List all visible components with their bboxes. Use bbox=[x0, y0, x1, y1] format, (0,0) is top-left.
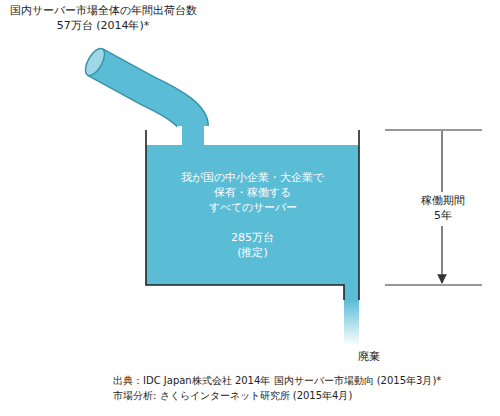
tank-outline bbox=[146, 130, 359, 300]
node-figure: 285万台 (推定) bbox=[218, 230, 288, 261]
outlet-water bbox=[344, 284, 359, 300]
pipe-outline bbox=[95, 62, 193, 126]
source-note: 出典：IDC Japan株式会社 2014年 国内サーバー市場動向 (2015年… bbox=[113, 374, 441, 388]
pipe bbox=[95, 62, 193, 126]
analysis-note: 市場分析: さくらインターネット研究所 (2015年4月) bbox=[113, 389, 352, 403]
bracket-top bbox=[385, 130, 482, 131]
node-heading: 我が国の中小企業・大企業で 保有・稼働する すべてのサーバー bbox=[175, 170, 331, 216]
tank-contents: 我が国の中小企業・大企業で 保有・稼働する すべてのサーバー 285万台 (推定) bbox=[146, 146, 359, 284]
drain-stream bbox=[344, 300, 359, 346]
disposal-label: 廃棄 bbox=[358, 350, 380, 365]
pipe-opening bbox=[82, 45, 109, 78]
bracket-bottom bbox=[385, 285, 482, 286]
period-label: 稼働期間 5年 bbox=[420, 192, 466, 226]
title-note: 国内サーバー市場全体の年間出荷台数 57万台 (2014年)* bbox=[3, 4, 203, 34]
tank-water bbox=[146, 145, 359, 285]
